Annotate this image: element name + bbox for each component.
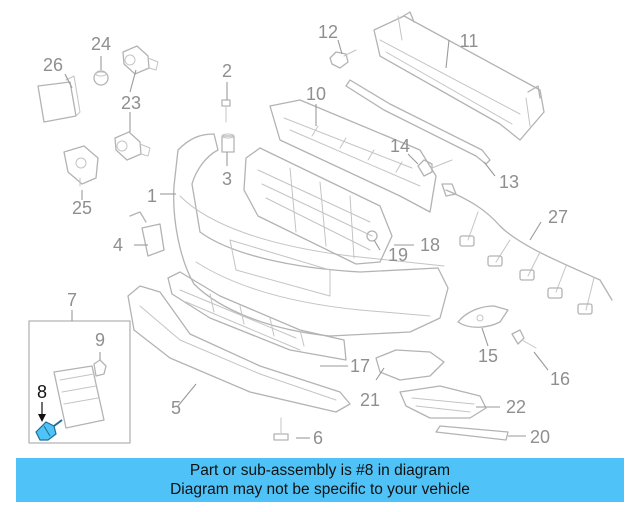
callout-24: 24 — [91, 34, 111, 54]
part-14-screw — [417, 159, 453, 177]
part-27-harness — [441, 183, 613, 315]
callout-17: 17 — [350, 356, 370, 376]
callout-7: 7 — [67, 290, 77, 310]
callout-25: 25 — [72, 198, 92, 218]
part-7-group-box — [28, 320, 131, 444]
part-3-nut — [221, 133, 235, 153]
part-19-emblem-clip — [366, 230, 378, 242]
callout-14: 14 — [390, 136, 410, 156]
parts-diagram: 1 2 3 4 5 6 7 8 9 10 11 12 13 14 15 16 1… — [28, 11, 613, 448]
leader-lines — [64, 39, 549, 439]
part-8-highlighted — [35, 419, 63, 441]
part-12-bolt — [329, 49, 357, 69]
part-4-bracket — [129, 211, 165, 257]
callout-13: 13 — [499, 172, 519, 192]
leader-8-arrow — [38, 402, 46, 422]
callout-11: 11 — [460, 31, 479, 51]
part-17-lower-grille — [167, 271, 347, 361]
part-23-sensors — [114, 45, 159, 161]
callout-22: 22 — [506, 397, 526, 417]
banner-line-1: Part or sub-assembly is #8 in diagram — [189, 462, 451, 479]
part-25-sensor-bracket — [63, 145, 99, 187]
part-5-lower-spoiler — [127, 285, 351, 413]
callout-26: 26 — [43, 55, 63, 75]
callout-15: 15 — [478, 346, 498, 366]
part-18-grille — [243, 147, 393, 265]
callout-2: 2 — [222, 61, 232, 81]
callout-9: 9 — [95, 330, 105, 350]
part-15-cover — [457, 305, 509, 328]
callout-4: 4 — [113, 235, 123, 255]
callout-27: 27 — [548, 207, 568, 227]
info-banner: Part or sub-assembly is #8 in diagram Di… — [16, 458, 624, 502]
callout-3: 3 — [222, 169, 232, 189]
part-21-trim — [375, 349, 445, 381]
callout-1: 1 — [147, 186, 157, 206]
part-16-screw — [511, 329, 537, 349]
part-13-bar — [345, 79, 491, 165]
callout-8: 8 — [37, 382, 47, 402]
callout-6: 6 — [313, 428, 323, 448]
callout-18: 18 — [420, 235, 440, 255]
callout-21: 21 — [360, 390, 380, 410]
part-10-absorber — [269, 99, 437, 213]
callout-10: 10 — [306, 84, 326, 104]
part-20-strip — [435, 425, 509, 441]
callout-12: 12 — [318, 22, 338, 42]
banner-line-2: Diagram may not be specific to your vehi… — [170, 481, 470, 498]
part-26-bracket — [37, 75, 81, 123]
part-22-fog-grille — [399, 385, 487, 419]
part-1-bumper-cover — [173, 133, 449, 337]
callout-20: 20 — [530, 427, 550, 447]
callout-labels: 1 2 3 4 5 6 7 8 9 10 11 12 13 14 15 16 1… — [37, 22, 570, 448]
part-2-clip — [221, 99, 231, 123]
part-11-reinforcement — [373, 11, 545, 141]
callout-19: 19 — [388, 245, 408, 265]
callout-23: 23 — [121, 93, 141, 113]
part-24-grommet — [93, 70, 109, 86]
part-6-clip — [273, 417, 289, 441]
callout-16: 16 — [550, 369, 570, 389]
callout-5: 5 — [171, 398, 181, 418]
